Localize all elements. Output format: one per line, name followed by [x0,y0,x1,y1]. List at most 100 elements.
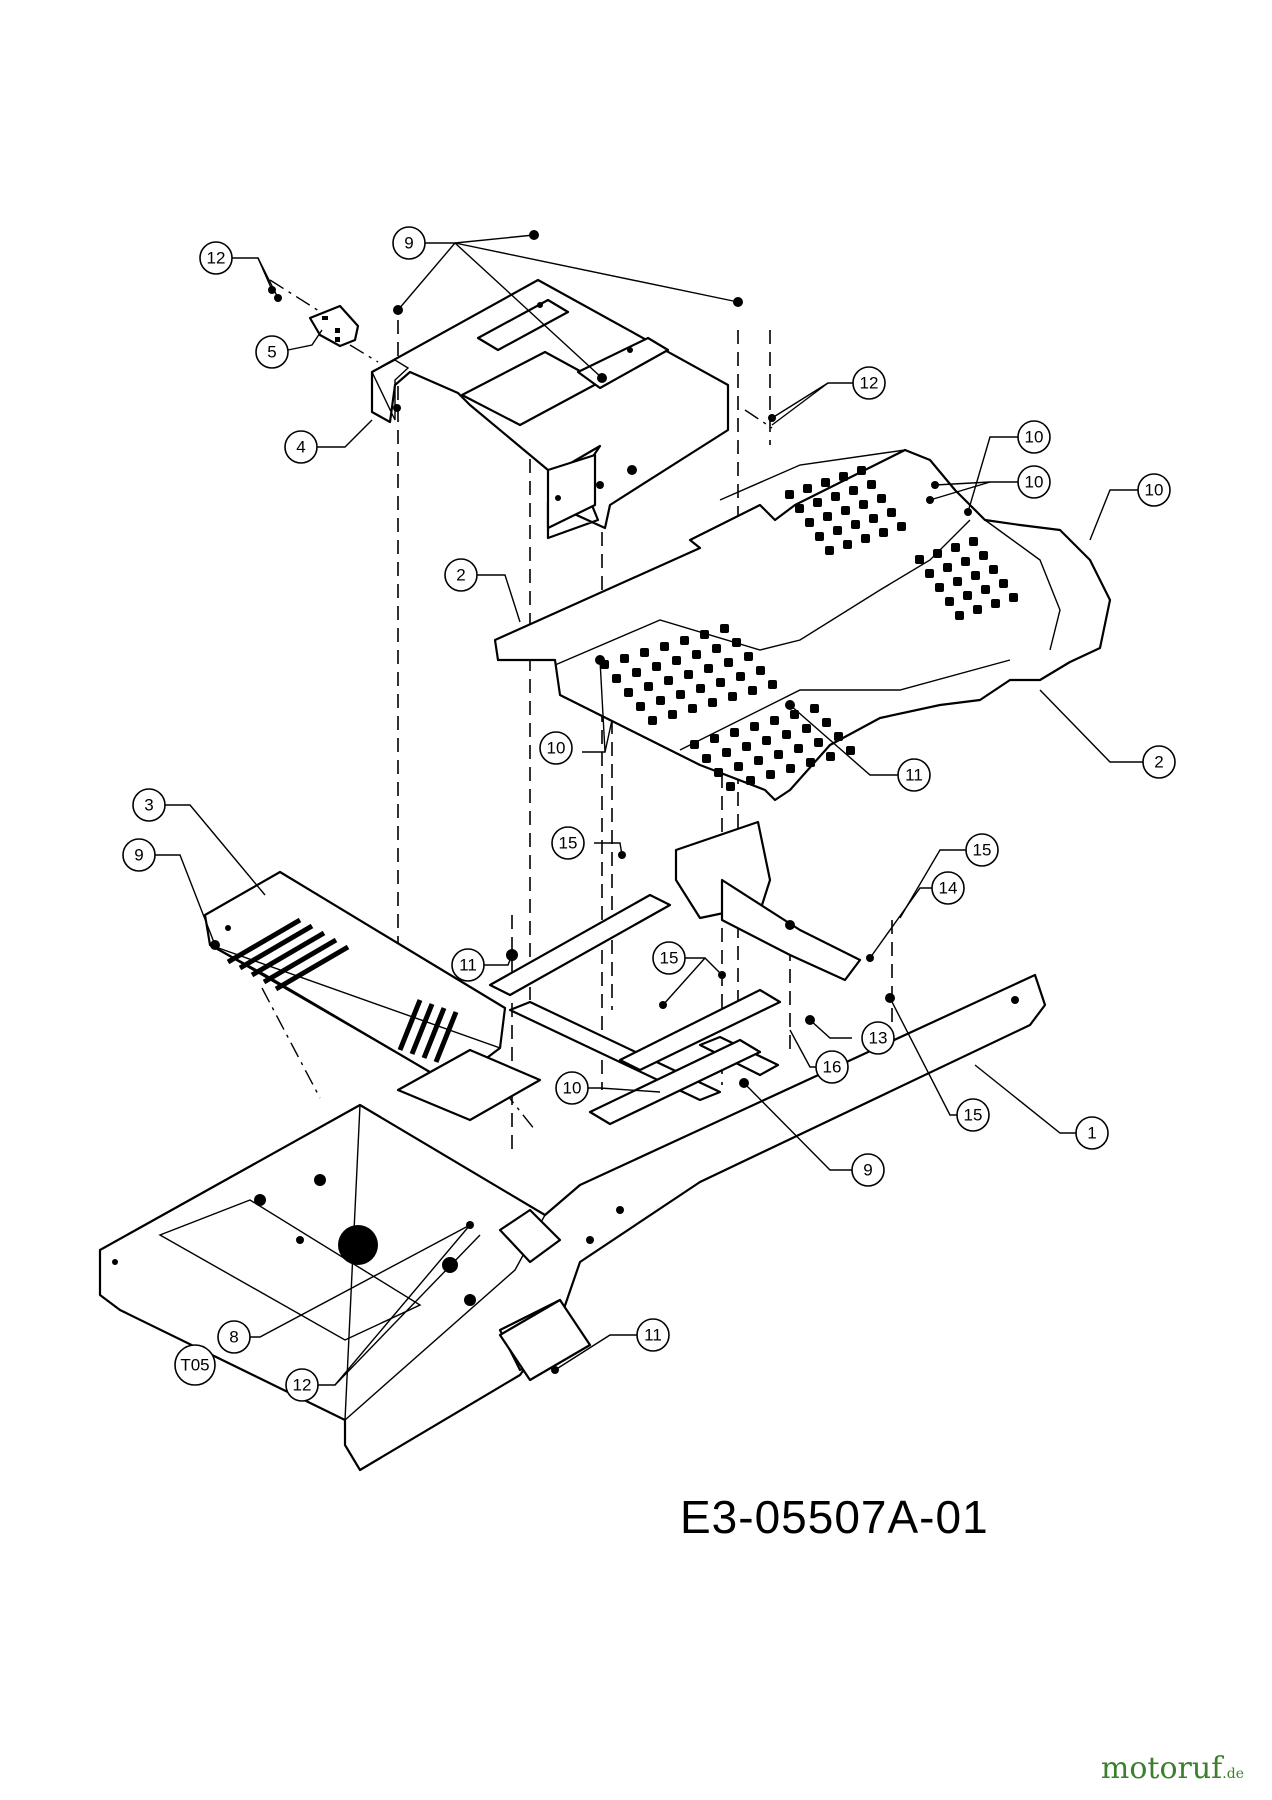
callout-2-right: 2 [1142,745,1176,779]
tread-hole [688,704,697,713]
tread-hole [785,490,794,499]
tread-hole [762,736,771,745]
tread-hole [700,630,709,639]
tread-hole [774,750,783,759]
callout-15-right-bottom: 15 [956,1098,990,1132]
tread-hole [680,636,689,645]
tread-hole [716,678,725,687]
callout-13: 13 [861,1021,895,1055]
svg-text:11: 11 [905,766,923,785]
tread-hole [786,764,795,773]
tread-hole [704,664,713,673]
svg-text:13: 13 [869,1029,888,1048]
tread-hole [734,762,743,771]
callout-9-top: 9 [392,226,426,260]
tread-hole [989,565,998,574]
svg-text:12: 12 [293,1376,312,1395]
watermark-suffix: .de [1222,1766,1244,1782]
tread-hole [925,569,934,578]
diagram-code: E3-05507A-01 [680,1491,989,1543]
svg-text:12: 12 [207,249,226,268]
tread-hole [702,754,711,763]
deck-tread-holes [600,466,1018,791]
tread-hole [632,668,641,677]
tread-hole [823,512,832,521]
tread-hole [887,508,896,517]
tread-hole [748,686,757,695]
tread-hole [660,642,669,651]
tread-hole [814,738,823,747]
tread-hole [843,540,852,549]
svg-text:2: 2 [456,566,465,585]
tread-hole [834,732,843,741]
tread-hole [979,551,988,560]
callout-15-middle: 15 [551,826,585,860]
tread-hole [750,722,759,731]
tread-hole [999,579,1008,588]
callout-2-left: 2 [444,558,478,592]
tread-hole [768,680,777,689]
tread-hole [732,638,741,647]
tread-hole [730,728,739,737]
svg-text:15: 15 [964,1106,983,1125]
tread-hole [624,688,633,697]
callout-11-bottom: 11 [636,1318,670,1352]
svg-text:2: 2 [1154,753,1163,772]
tread-hole [831,492,840,501]
tread-hole [668,710,677,719]
svg-text:9: 9 [863,1161,872,1180]
callout-10-upper-a: 10 [1017,420,1051,454]
tread-hole [961,557,970,566]
svg-text:8: 8 [229,1328,238,1347]
svg-text:T05: T05 [180,1356,209,1375]
tread-hole [821,478,830,487]
tread-hole [712,644,721,653]
tread-hole [869,514,878,523]
svg-text:15: 15 [559,834,578,853]
callout-12-top-left: 12 [199,241,233,275]
tread-hole [692,650,701,659]
tread-hole [861,534,870,543]
callout-15-lower: 15 [652,941,686,975]
watermark-text: motoruf [1100,1751,1223,1786]
svg-text:10: 10 [1025,428,1044,447]
tread-hole [644,682,653,691]
callout-11-deck: 11 [897,758,931,792]
svg-text:9: 9 [134,846,143,865]
callout-10-upper-b: 10 [1017,465,1051,499]
tread-hole [810,704,819,713]
callout-t05: T05 [174,1344,216,1386]
tread-hole [696,684,705,693]
tread-hole [736,672,745,681]
tread-hole [849,486,858,495]
tread-hole [1009,593,1018,602]
callout-labels: 12 9 5 4 12 10 10 10 2 2 10 11 3 9 15 11… [122,226,1176,1402]
tread-hole [714,768,723,777]
tread-hole [813,498,822,507]
svg-text:11: 11 [459,956,477,975]
tread-hole [720,624,729,633]
tread-hole [945,597,954,606]
tread-hole [795,504,804,513]
watermark-logo: motoruf.de [1101,1751,1244,1786]
tread-hole [710,734,719,743]
callout-10-frame: 10 [555,1071,589,1105]
tread-hole [973,605,982,614]
tread-hole [826,752,835,761]
tread-hole [839,472,848,481]
tread-hole [726,782,735,791]
tread-hole [851,520,860,529]
callout-10-deck: 10 [539,731,573,765]
svg-text:10: 10 [1025,473,1044,492]
callout-4: 4 [284,430,318,464]
tread-hole [652,662,661,671]
tread-hole [782,730,791,739]
callout-9-left: 9 [122,838,156,872]
tread-hole [935,583,944,592]
svg-text:10: 10 [547,739,566,758]
tread-hole [815,532,824,541]
tread-hole [684,670,693,679]
svg-text:10: 10 [563,1079,582,1098]
tread-hole [754,756,763,765]
tread-hole [879,528,888,537]
